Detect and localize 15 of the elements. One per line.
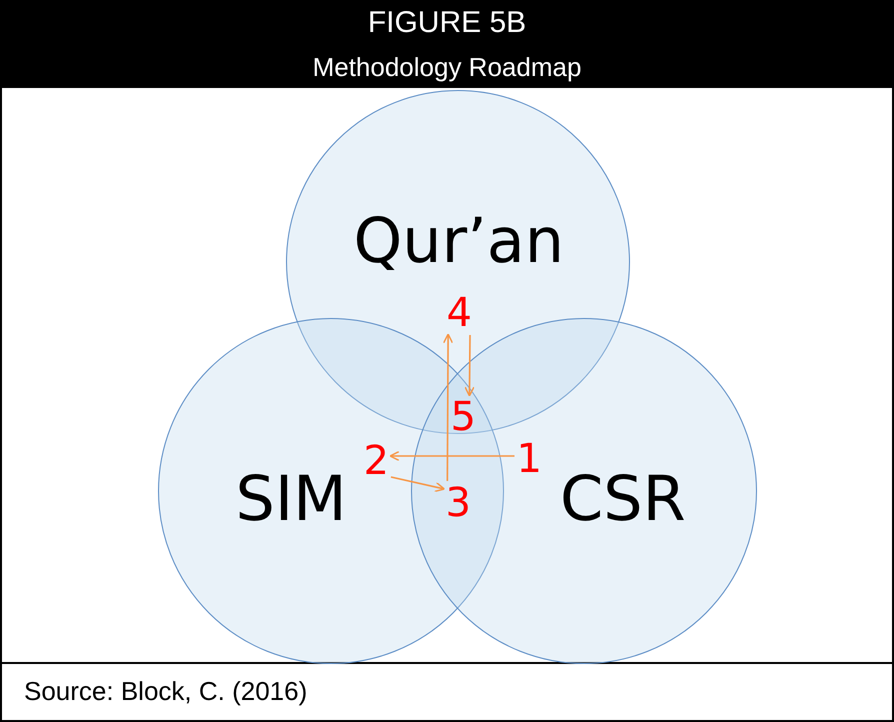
circle-label: CSR [560,468,686,530]
circle-label: SIM [236,468,347,530]
figure-title: Methodology Roadmap [312,52,582,83]
arrow [442,333,454,481]
step-number: 4 [446,293,472,333]
step-number: 2 [364,441,389,481]
circle-label: Qur’an [354,210,564,272]
figure-number: FIGURE 5B [366,6,528,40]
step-number: 3 [446,483,471,523]
source-caption: Source: Block, C. (2016) [24,676,308,707]
arrow [390,476,446,492]
arrow [389,450,514,462]
arrow [464,335,475,397]
step-number: 5 [450,397,476,437]
step-number: 1 [516,439,542,479]
